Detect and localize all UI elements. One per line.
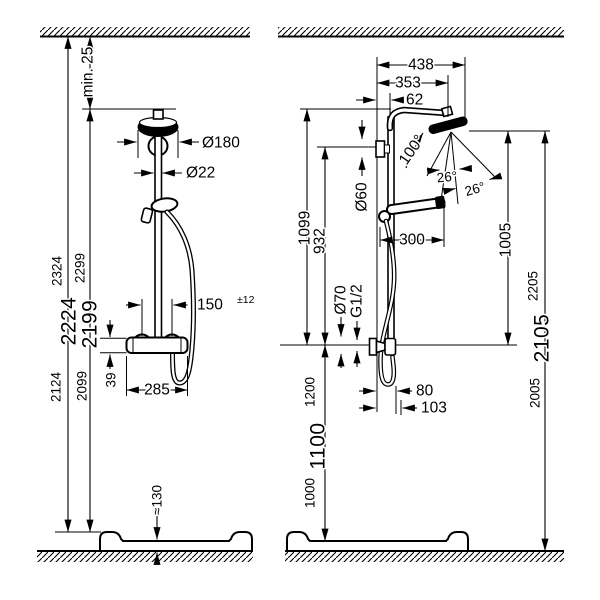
dim-handshower-reach: 300 (379, 205, 445, 250)
ceiling-hatch (40, 27, 564, 38)
overhead-shower-side (428, 116, 468, 134)
dim-wall-offset-label: 62 (406, 92, 423, 109)
dim-head-above-valve: 1005 (496, 131, 516, 345)
dim-ceiling-clearance: min. 25 (78, 36, 98, 109)
dim-head-height-group: 2205 2105 2005 (524, 131, 555, 551)
dim-connection-thread-label: G1/2 (349, 284, 366, 318)
valve-elbow-side (384, 337, 397, 356)
dim-spray-angle-outer: 26° (442, 172, 503, 201)
dim-head-height-min: 2099 (75, 371, 90, 401)
arm-connector-nub (440, 105, 454, 118)
dim-valve-depth: 39 (100, 320, 127, 389)
dim-spray-angle-inner: 26° (426, 164, 473, 187)
dim-connection-thread: G1/2 (347, 283, 367, 367)
dim-height-ceiling-nominal: 2224 (58, 297, 81, 346)
dim-hose-clearance-outer: 103 (359, 398, 448, 418)
dim-head-to-valve: 1099 (295, 109, 315, 345)
dim-head-height-max: 2299 (73, 253, 88, 283)
dim-valve-height-nominal: 1100 (307, 422, 330, 469)
riser-pipe-front (154, 116, 163, 339)
floor-hatch (37, 550, 564, 562)
dim-reach-overall-label: 438 (408, 57, 434, 74)
ceiling-left-hatch (40, 27, 250, 36)
dim-wall-offset: 62 (356, 90, 425, 114)
dim-reach-center: 353 (377, 73, 449, 117)
wall-supply-stem (384, 144, 390, 154)
shower-trays (99, 531, 469, 552)
dim-supply-spacing: 150 ±12 (126, 293, 256, 336)
ceiling-nub-front (152, 109, 164, 120)
valve-escutcheon-cone (375, 339, 386, 354)
dim-reach-overall: 438 (377, 55, 466, 121)
floor-right-hatch (285, 552, 564, 562)
dim-spray-angle-inner-label: 26° (436, 168, 458, 185)
dim-height-inner: 2299 2199 2099 (71, 109, 103, 532)
dim-wall-flange-diameter: Ø60 (352, 120, 372, 213)
dim-head-to-valve-label: 1099 (297, 211, 314, 245)
dim-head-above-valve-label: 1005 (498, 223, 515, 257)
dim-head-height-nominal: 2199 (79, 300, 102, 349)
valve-wall-plate-side (368, 337, 378, 356)
tray-right (286, 531, 469, 552)
dim-valve-width-label: 285 (144, 382, 170, 399)
front-view-dimensions: 2324 2224 2124 min. 25 2299 2199 2099 Ø1… (47, 36, 256, 565)
showerpipe-front-view (125, 109, 196, 386)
floor-left-hatch (37, 552, 253, 562)
shower-hose-front-inner (165, 210, 195, 385)
dim-supply-tolerance-label: ±12 (237, 294, 255, 306)
handshower-head-cap (434, 195, 446, 210)
dim-head-diameter-label: Ø180 (202, 135, 240, 152)
dim-valve-height-min: 1000 (303, 478, 318, 508)
side-view-dimensions: 438 353 62 100° 26° 26° (295, 55, 555, 551)
dim-pipe-diameter: Ø22 (134, 163, 217, 183)
wall-supply-flange (375, 140, 386, 158)
dim-height-ceiling-min: 2124 (49, 371, 64, 402)
dim-supply-to-valve-label: 932 (312, 228, 329, 254)
dim-swivel-angle-label: 100° (396, 132, 428, 168)
dim-handshower-reach-label: 300 (399, 232, 425, 249)
dim-head-height-side-nominal: 2105 (531, 314, 554, 363)
dim-valve-height-max: 1200 (303, 377, 318, 407)
dim-head-height-side-min: 2005 (528, 378, 543, 408)
dim-tray-height: ≈130 (148, 484, 166, 565)
dim-hose-clearance-inner: 80 (359, 381, 435, 414)
dim-supply-to-valve: 932 (310, 147, 330, 345)
dim-valve-height-group: 1200 1100 1000 (301, 345, 331, 541)
handshower-side (385, 195, 446, 216)
dim-min-ceiling-gap: min. 25 (80, 47, 97, 98)
dim-overhead-diameter: Ø180 (117, 130, 242, 158)
dim-swivel-angle: 100° (394, 130, 429, 169)
dim-supply-spacing-label: 150 (197, 297, 223, 314)
dim-hose-clearance-outer-label: 103 (421, 400, 447, 417)
dim-valve-width: 285 (126, 356, 188, 400)
dim-valve-depth-label: 39 (104, 372, 119, 387)
dim-hose-clearance-inner-label: 80 (416, 383, 434, 400)
showerpipe-side-view (368, 105, 496, 387)
dim-valve-flange-diameter-label: Ø70 (333, 285, 350, 315)
dim-height-ceiling-max: 2324 (50, 255, 65, 286)
shower-arm-inner (388, 108, 448, 130)
tray-left (99, 531, 253, 552)
dim-pipe-diameter-label: Ø22 (186, 165, 215, 182)
holder-knob-front (140, 207, 154, 224)
dim-spray-angle-outer-label: 26° (463, 179, 487, 199)
dim-tray-height-label: ≈130 (150, 485, 165, 515)
dim-height-outer: 2324 2224 2124 (47, 36, 82, 532)
reference-lines (55, 57, 550, 533)
shower-hose-front-outer (164, 209, 196, 386)
dim-head-height-side-max: 2205 (526, 271, 541, 301)
dim-wall-flange-diameter-label: Ø60 (354, 182, 371, 212)
thermostat-valve-front (125, 336, 189, 354)
dim-reach-center-label: 353 (395, 75, 421, 92)
dim-valve-flange-diameter: Ø70 (331, 283, 351, 368)
ceiling-right-hatch (278, 27, 564, 36)
